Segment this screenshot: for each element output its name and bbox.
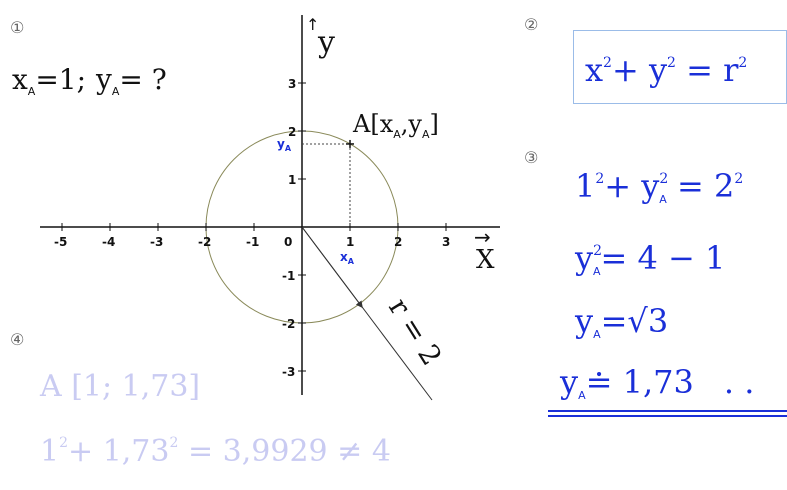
solution-1-rhs-exp: 2 [734,171,744,187]
x-axis-arrow: → [474,225,491,249]
check-mid-exp: 2 [169,435,179,451]
x-tick-label: -3 [150,235,163,249]
x-tick-label: 2 [394,235,402,249]
y-tick-label: -1 [282,269,295,283]
y-axis-arrow: ↑ [306,15,319,34]
question-x-sub: A [27,85,36,98]
solution-1-y-sub: A [659,193,667,206]
formula-x-exp: 2 [603,55,612,71]
origin-label: 0 [284,235,292,249]
x-tick-label: 1 [346,235,354,249]
answer-underline-2 [548,415,787,417]
solution-1-exp: 2 [595,171,605,187]
question-line: xA=1;yA= ? [12,63,167,98]
solution-4-sub: A [578,389,586,402]
y-axis-label: y [317,25,335,60]
formula-x: x [585,51,604,89]
x-tick-label: -2 [198,235,211,249]
step-number-3: ③ [524,148,539,167]
check-base-exp: 2 [59,435,69,451]
x-tick-label: -4 [102,235,115,249]
step-number-1: ① [10,18,25,37]
solution-2-rhs: = 4 − 1 [600,239,726,277]
radius-label: r = 2 [382,292,448,371]
question-x: x [12,63,28,96]
check-base: 1 [40,434,60,469]
solution-line-4: yA≐ 1,73 . . [560,366,754,401]
solution-1-base: 1 [575,167,596,205]
circle-formula: x2+ y2 = r2 [585,54,747,86]
ya-label: yA [277,137,292,153]
solution-1-rhs: 2 [713,167,735,205]
solution-1-y-exp: 2 [659,171,669,187]
formula-r-exp: 2 [738,55,748,71]
formula-y: y [648,51,668,89]
check-mid: + 1,73 [68,434,170,469]
y-tick-label: 2 [288,125,296,139]
solution-1-plus: + [604,167,632,205]
formula-plus: + [611,51,639,89]
solution-2-y: y [575,239,594,277]
check-equation: 12+ 1,732 = 3,9929 ≠ 4 [40,436,391,467]
point-a-marker [346,139,354,148]
formula-eq: = [686,51,713,89]
formula-y-exp: 2 [667,55,676,71]
x-tick-label: -5 [54,235,67,249]
formula-r: r [723,51,739,89]
solution-4-dots: . . [723,363,755,401]
solution-3-sub: A [593,328,601,341]
step-number-4: ④ [10,330,25,349]
radius-arrow [301,226,363,309]
xa-label: xA [340,250,355,266]
solution-3-rhs: √3 [627,302,669,340]
x-axis-ticks: -5 -4 -3 -2 -1 1 2 3 [54,223,450,249]
y-tick-label: 1 [288,173,296,187]
check-rhs: = 3,9929 ≠ 4 [187,434,391,469]
step-number-2: ② [524,15,539,34]
solution-4-rhs: ≐ 1,73 [585,363,694,401]
y-axis-ticks: 3 2 1 -1 -2 -3 [282,77,306,379]
x-axis-label: X [476,245,495,275]
point-a-label: A[xA,yA] [352,110,439,141]
solution-2-sub: A [593,265,601,278]
question-x-eq: =1; [35,63,87,96]
x-tick-label: -1 [246,235,259,249]
solution-1-eq: = [676,167,704,205]
solution-line-3: yA=√3 [575,305,668,340]
solution-1-y: y [641,167,660,205]
y-tick-label: -3 [282,365,295,379]
solution-3-y: y [575,302,594,340]
check-point: A [1; 1,73] [40,369,201,404]
question-y-eq: = ? [119,63,167,96]
solution-2-exp: 2 [593,243,602,259]
answer-underline-1 [548,410,787,412]
x-tick-label: 3 [442,235,450,249]
solution-line-1: 12+ y2A = 22 [575,170,743,205]
question-y: y [96,63,112,96]
solution-line-2: y2A= 4 − 1 [575,242,725,277]
solution-3-eq: = [600,302,628,340]
solution-4-y: y [560,363,579,401]
y-tick-label: 3 [288,77,296,91]
question-y-sub: A [111,85,120,98]
y-tick-label: -2 [282,317,295,331]
